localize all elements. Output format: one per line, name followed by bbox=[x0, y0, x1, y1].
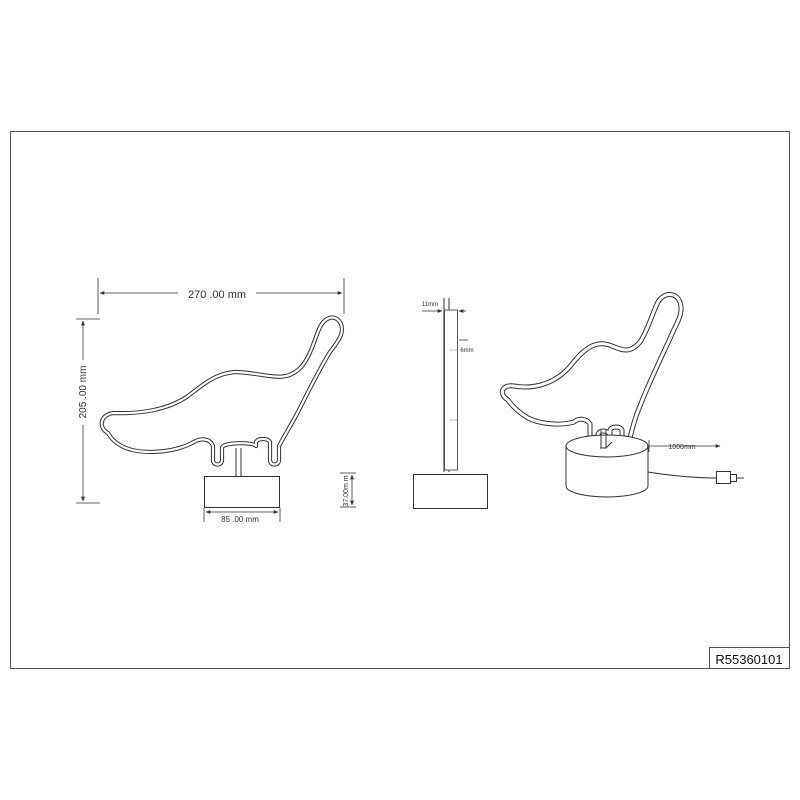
base-side bbox=[413, 474, 488, 509]
base-height-label: 37.00m m bbox=[343, 475, 350, 506]
perspective-view: 1000mm bbox=[502, 295, 744, 498]
width-label: 270 .00 mm bbox=[188, 289, 246, 301]
base-width-label: 85 .00 mm bbox=[221, 515, 259, 524]
drawing-frame bbox=[10, 131, 790, 669]
plug-tip bbox=[730, 474, 737, 482]
cable-length-label: 1000mm bbox=[668, 444, 695, 451]
dinosaur-neon-outline bbox=[102, 318, 342, 465]
dinosaur-neon-inner bbox=[100, 316, 344, 466]
perspective-base-side bbox=[565, 446, 649, 498]
depth-top-label: 11mm bbox=[422, 302, 438, 308]
depth-body-label: 6mm bbox=[460, 348, 473, 354]
power-cable bbox=[647, 471, 717, 479]
product-code: R55360101 bbox=[715, 652, 782, 667]
product-code-box bbox=[709, 647, 790, 669]
side-profile-body bbox=[444, 309, 458, 471]
base-front bbox=[204, 476, 280, 508]
perspective-base-top bbox=[565, 434, 649, 458]
side-view: 11mm 6mm bbox=[413, 298, 488, 509]
plug-body bbox=[716, 471, 731, 484]
perspective-socket bbox=[600, 441, 613, 449]
height-label: 205 .00 mm bbox=[78, 366, 89, 419]
front-view: 270 .00 mm 205 .00 mm 85 .00 mm 37.00m m bbox=[76, 278, 356, 524]
